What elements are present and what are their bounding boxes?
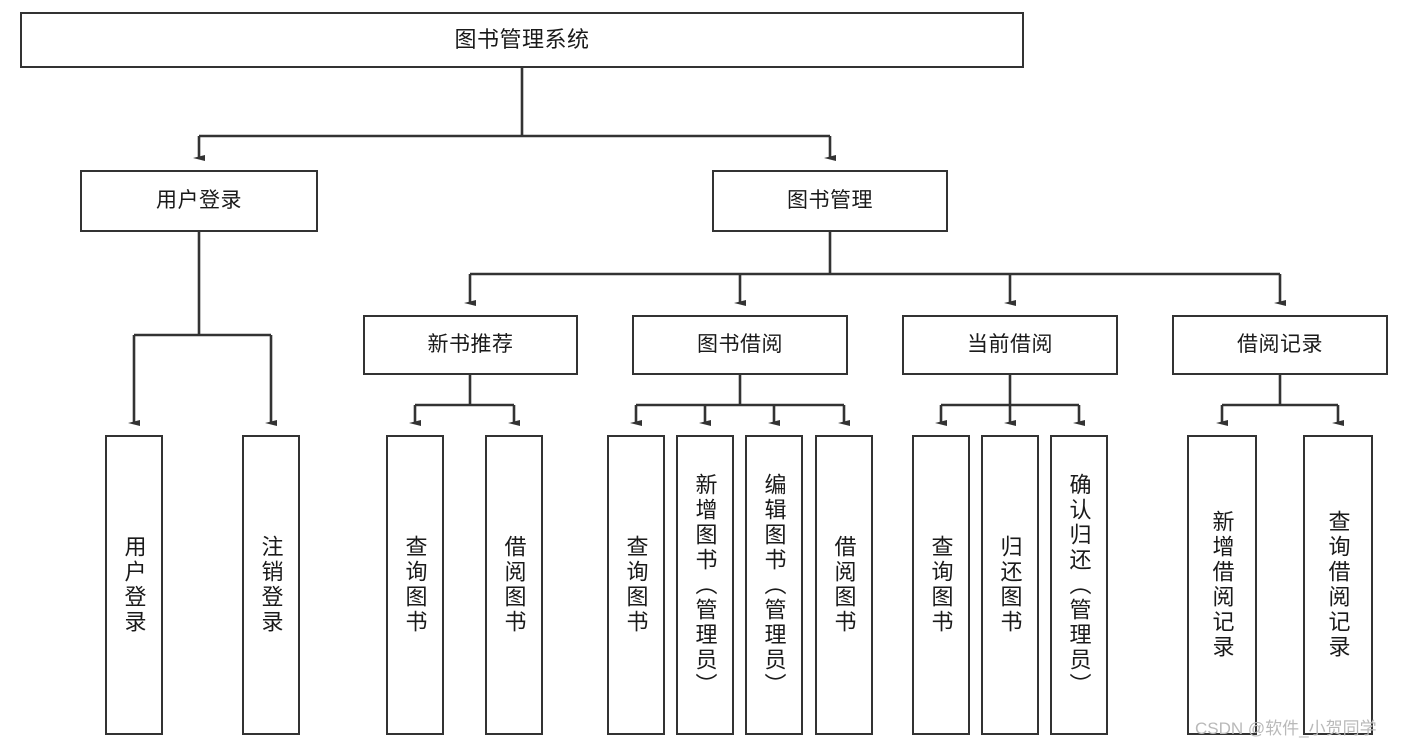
leaf-new-book-query-book[interactable]: 查询图书 <box>386 435 444 735</box>
node-book-management[interactable]: 图书管理 <box>712 170 948 232</box>
node-label: 查询借阅记录 <box>1325 510 1351 660</box>
node-label: 归还图书 <box>997 535 1023 635</box>
leaf-current-borrow-query-book[interactable]: 查询图书 <box>912 435 970 735</box>
node-current-borrow[interactable]: 当前借阅 <box>902 315 1118 375</box>
node-label: 图书借阅 <box>697 332 783 356</box>
leaf-book-borrow-borrow-book[interactable]: 借阅图书 <box>815 435 873 735</box>
node-borrow-record[interactable]: 借阅记录 <box>1172 315 1388 375</box>
node-label: 当前借阅 <box>967 332 1053 356</box>
leaf-current-borrow-confirm-return-admin[interactable]: 确认归还（管理员） <box>1050 435 1108 735</box>
leaf-book-borrow-edit-book-admin[interactable]: 编辑图书（管理员） <box>745 435 803 735</box>
leaf-book-borrow-add-book-admin[interactable]: 新增图书（管理员） <box>676 435 734 735</box>
node-label: 用户登录 <box>156 188 242 212</box>
node-label: 新书推荐 <box>427 332 514 356</box>
node-label: 借阅图书 <box>831 535 857 635</box>
node-label: 查询图书 <box>402 535 428 635</box>
node-label: 确认归还（管理员） <box>1066 472 1092 698</box>
node-label: 查询图书 <box>928 535 954 635</box>
node-label: 借阅图书 <box>501 535 527 635</box>
node-root-book-management-system[interactable]: 图书管理系统 <box>20 12 1024 68</box>
leaf-user-login-login[interactable]: 用户登录 <box>105 435 163 735</box>
leaf-borrow-record-add-record[interactable]: 新增借阅记录 <box>1187 435 1257 735</box>
leaf-book-borrow-query-book[interactable]: 查询图书 <box>607 435 665 735</box>
node-label: 注销登录 <box>258 535 284 635</box>
node-label: 图书管理系统 <box>454 27 590 53</box>
node-book-borrow[interactable]: 图书借阅 <box>632 315 848 375</box>
node-label: 新增图书（管理员） <box>692 472 718 698</box>
node-label: 图书管理 <box>787 188 873 212</box>
node-label: 用户登录 <box>121 535 147 635</box>
node-user-login[interactable]: 用户登录 <box>80 170 318 232</box>
leaf-borrow-record-query-record[interactable]: 查询借阅记录 <box>1303 435 1373 735</box>
leaf-current-borrow-return-book[interactable]: 归还图书 <box>981 435 1039 735</box>
node-label: 编辑图书（管理员） <box>761 472 787 698</box>
node-label: 查询图书 <box>623 535 649 635</box>
watermark-csdn: CSDN @软件_小贺同学 <box>1195 719 1377 738</box>
node-new-book-recommend[interactable]: 新书推荐 <box>363 315 578 375</box>
node-label: 借阅记录 <box>1237 332 1323 356</box>
leaf-user-login-logout[interactable]: 注销登录 <box>242 435 300 735</box>
leaf-new-book-borrow-book[interactable]: 借阅图书 <box>485 435 543 735</box>
node-label: 新增借阅记录 <box>1209 510 1235 660</box>
